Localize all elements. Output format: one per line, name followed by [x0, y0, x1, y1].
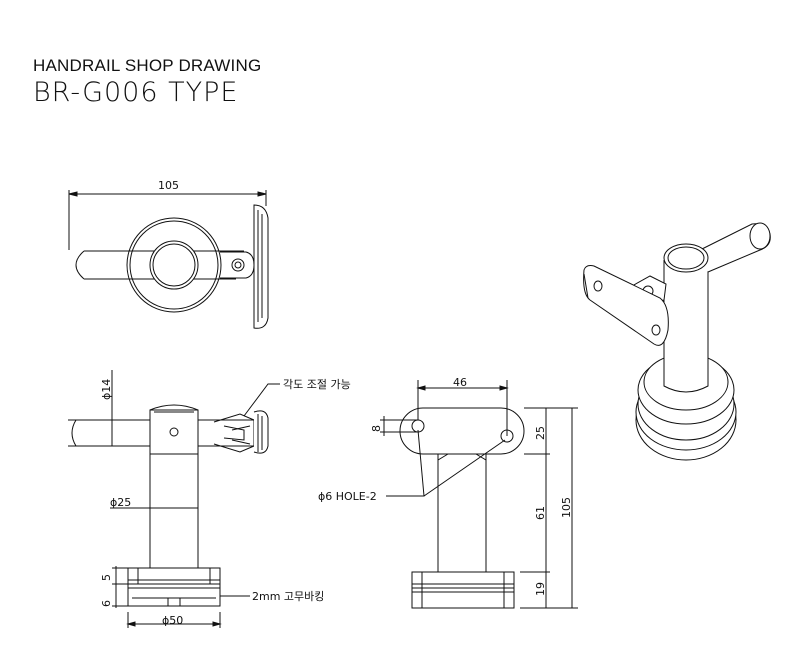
note-angle-adjust: 각도 조절 가능: [283, 378, 351, 391]
dim-base-height: 19: [534, 582, 547, 596]
dim-post-dia: ϕ25: [110, 496, 131, 509]
note-hole: ϕ6 HOLE-2: [318, 490, 377, 503]
dim-plate-len: 46: [453, 376, 467, 389]
dim-base-h2: 6: [100, 600, 113, 607]
note-rubber-pad: 2mm 고무바킹: [252, 590, 324, 603]
isometric-view: [583, 222, 771, 461]
dimension-labels: 105 ϕ14 ϕ25 5 6 ϕ50 46 8 25 61 19 105: [100, 179, 573, 627]
annotation-labels: 각도 조절 가능 2mm 고무바킹 ϕ6 HOLE-2: [252, 378, 377, 603]
dim-base-h1: 5: [100, 574, 113, 581]
dim-plate-top: 25: [534, 426, 547, 440]
drawing-title: BR-G006 TYPE: [33, 77, 239, 108]
dim-post-height: 61: [534, 506, 547, 520]
front-view: [68, 370, 280, 628]
dim-top-width: 105: [158, 179, 179, 192]
dim-total-height: 105: [560, 497, 573, 518]
side-view: [380, 380, 578, 609]
drawing-subtitle: HANDRAIL SHOP DRAWING: [33, 56, 262, 75]
top-view: [68, 190, 269, 329]
dim-base-dia: ϕ50: [162, 614, 183, 627]
dim-pipe-dia: ϕ14: [100, 379, 113, 400]
dim-plate-width: 8: [370, 425, 383, 432]
title-block: HANDRAIL SHOP DRAWING BR-G006 TYPE: [33, 56, 261, 108]
